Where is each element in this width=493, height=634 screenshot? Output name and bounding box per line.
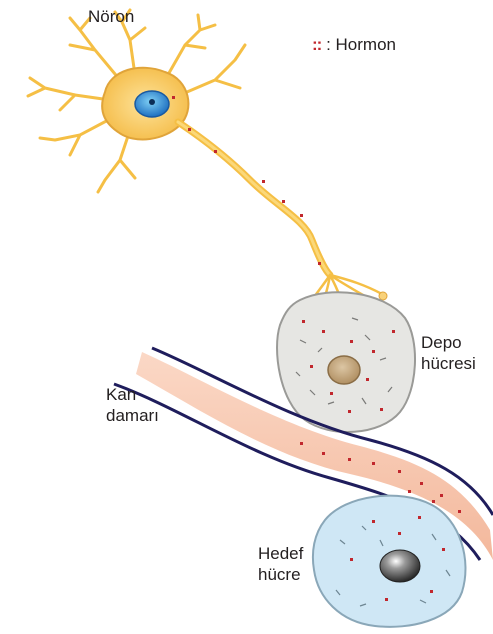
neuron-axon [178,122,330,275]
label-target-line2: hücre [258,564,303,585]
label-vessel-line2: damarı [106,405,159,426]
legend-hormone: :: : Hormon [312,34,396,55]
storage-cell-nucleus [328,356,360,384]
legend-text: : Hormon [326,35,396,54]
label-storage-cell: Depo hücresi [421,332,476,374]
label-target-line1: Hedef [258,543,303,564]
neuron-hormone-dots [172,96,339,301]
target-cell-nucleus [380,550,420,582]
label-neuron: Nöron [88,6,134,27]
label-blood-vessel: Kan damarı [106,384,159,426]
label-vessel-line1: Kan [106,384,159,405]
hormone-symbol-icon: :: [312,35,321,54]
label-target-cell: Hedef hücre [258,543,303,585]
neuron-nucleolus [149,99,155,105]
label-storage-line1: Depo [421,332,476,353]
label-storage-line2: hücresi [421,353,476,374]
